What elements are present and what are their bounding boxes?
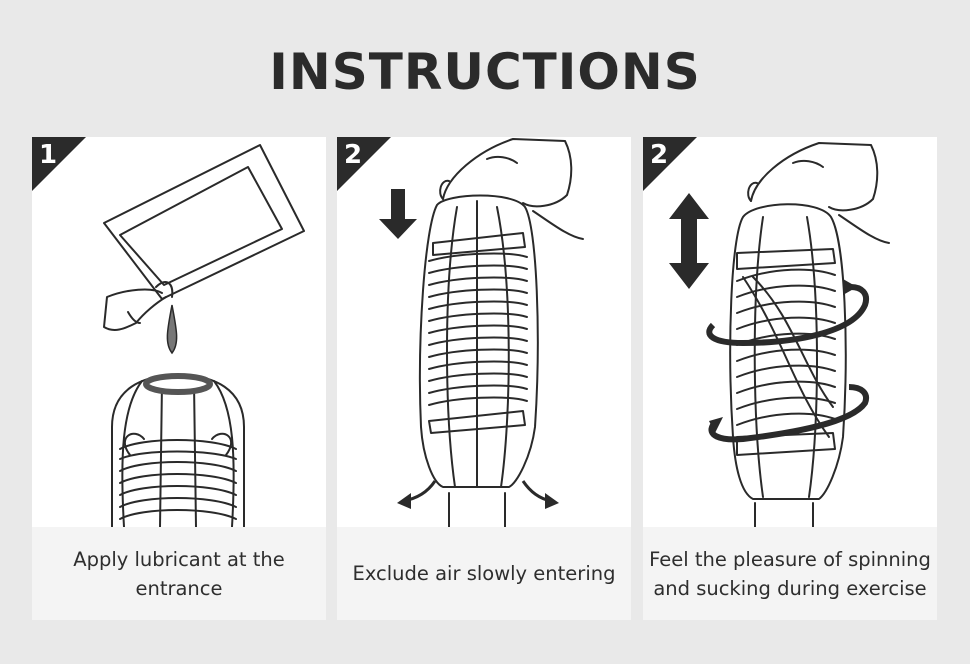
step-panel-1: 1 Apply lubricant at the entrance [32,137,326,620]
step-badge: 1 [32,137,86,191]
step-caption-line1: Feel the pleasure of spinning [649,547,931,571]
step-panel-2: 2 Exclude air slowly entering [337,137,631,620]
step-illustration-2 [337,137,631,527]
rotate-arrow-top-icon [843,279,857,295]
step-number: 2 [344,140,363,170]
step-caption-line2: and sucking during exercise [653,576,927,600]
hand-press-icon [379,138,584,527]
lubricant-pouch-icon [103,144,305,527]
step-caption: Apply lubricant at the entrance [32,527,326,620]
spin-motion-icon [669,142,890,527]
step-caption-text: Exclude air slowly entering [352,562,616,585]
up-down-arrow-icon [669,193,709,289]
rotate-arrow-bottom-icon [709,417,723,433]
step-number: 2 [650,140,669,170]
page-title: INSTRUCTIONS [269,43,701,101]
step-badge: 2 [337,137,391,191]
air-arrow-right-icon [545,493,559,509]
step-illustration-1 [32,137,326,527]
step-illustration-3 [643,137,937,527]
step-panel-3: 2 Feel the pleasure of spinning and suck… [643,137,937,620]
step-caption: Exclude air slowly entering [337,527,631,620]
step-badge: 2 [643,137,697,191]
step-number: 1 [39,140,58,170]
step-caption: Feel the pleasure of spinning and suckin… [643,527,937,620]
air-arrow-left-icon [397,493,411,509]
down-arrow-icon [379,189,417,239]
step-caption-text: Apply lubricant at the entrance [73,547,285,600]
